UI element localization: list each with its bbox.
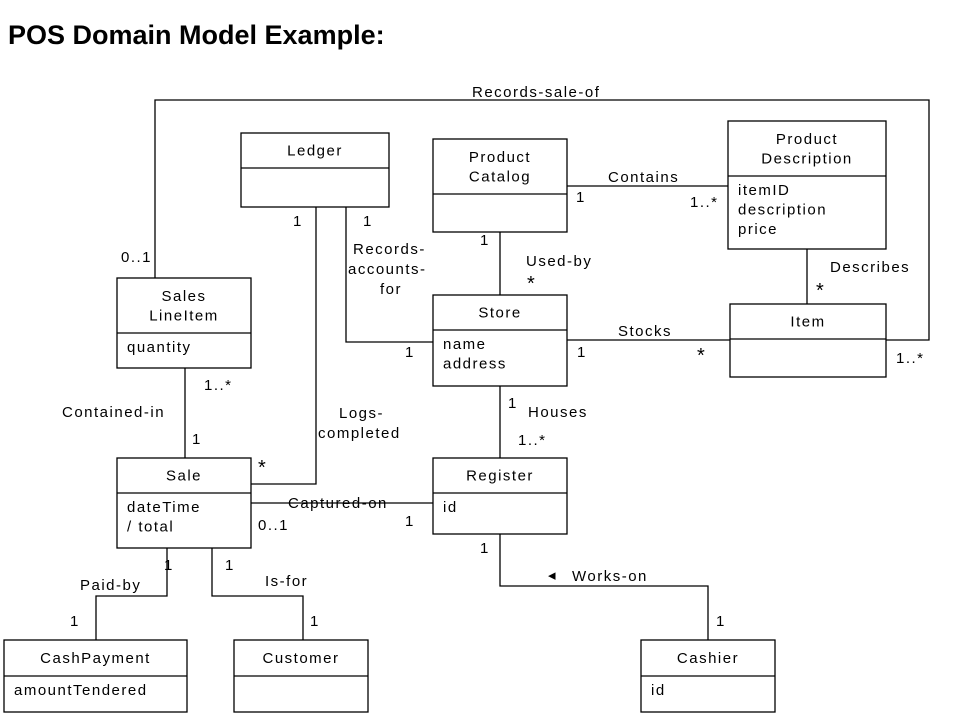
class-product-description-attribute: description	[738, 202, 827, 219]
class-store-attribute: name	[443, 336, 487, 353]
works-on-line	[499, 534, 709, 640]
class-sale: Sale dateTime / total	[116, 457, 252, 549]
class-item: Item	[729, 303, 887, 378]
houses-mult-store: 1	[508, 395, 518, 412]
class-cash-payment-attribute: amountTendered	[14, 682, 148, 699]
class-customer: Customer	[233, 639, 369, 713]
is-for-label: Is-for	[265, 573, 308, 590]
class-ledger-box	[240, 132, 390, 208]
class-sales-line-item-name: Sales	[161, 288, 206, 305]
records-accounts-for-label: Records-	[353, 241, 426, 258]
class-customer-name: Customer	[262, 650, 339, 667]
used-by-label: Used-by	[526, 253, 592, 270]
stocks-mult-store: 1	[577, 344, 587, 361]
contains-mult-catalog: 1	[576, 189, 586, 206]
describes-mult-item: *	[816, 280, 824, 302]
captured-on-label: Captured-on	[288, 495, 388, 512]
class-cash-payment-name: CashPayment	[40, 650, 151, 667]
logs-completed-line	[251, 207, 317, 485]
class-product-description-box	[727, 120, 887, 250]
houses-mult-register: 1..*	[518, 432, 547, 449]
stocks-label: Stocks	[618, 323, 672, 340]
paid-by-mult-payment: 1	[70, 613, 80, 630]
records-accounts-for-line	[345, 207, 433, 343]
class-register-attribute: id	[443, 499, 458, 516]
class-product-description-attribute: price	[738, 221, 778, 238]
works-on-label: Works-on	[572, 568, 648, 585]
class-item-box	[729, 303, 887, 378]
captured-on-mult-register: 1	[405, 513, 415, 530]
class-sales-line-item-name: LineItem	[149, 307, 219, 324]
class-product-catalog-name: Product	[469, 149, 531, 166]
records-sale-of-mult-sales-line-item: 0..1	[121, 249, 152, 266]
records-sale-of-line	[154, 99, 930, 341]
class-cash-payment: CashPayment amountTendered	[3, 639, 188, 713]
stocks-mult-item: *	[697, 345, 705, 367]
class-sales-line-item-box	[116, 277, 252, 369]
records-accounts-for-label: for	[380, 281, 402, 298]
houses-label: Houses	[528, 404, 588, 421]
class-ledger-name: Ledger	[287, 143, 343, 160]
class-store: Store name address	[432, 294, 568, 387]
used-by-mult-store: *	[527, 273, 535, 295]
used-by-mult-catalog: 1	[480, 232, 490, 249]
class-sale-name: Sale	[166, 468, 202, 485]
contained-in-mult-line-item: 1..*	[204, 377, 233, 394]
contains-mult-description: 1..*	[690, 194, 719, 211]
logs-completed-mult-ledger: 1	[293, 213, 303, 230]
class-cashier-attribute: id	[651, 682, 666, 699]
contained-in-label: Contained-in	[62, 404, 165, 421]
class-product-description-attribute: itemID	[738, 182, 790, 199]
class-store-box	[432, 294, 568, 387]
paid-by-label: Paid-by	[80, 577, 141, 594]
is-for-mult-customer: 1	[310, 613, 320, 630]
paid-by-line	[95, 548, 168, 640]
paid-by-mult-sale: 1	[164, 557, 174, 574]
association-lines	[95, 99, 930, 640]
class-product-catalog-box	[432, 138, 568, 233]
records-accounts-for-mult-store: 1	[405, 344, 415, 361]
works-on-mult-cashier: 1	[716, 613, 726, 630]
class-product-description-name: Description	[761, 150, 853, 167]
association-labels: Records-sale-of 0..1 1..* Contains 1 1..* Reco…	[62, 84, 925, 630]
class-sales-line-item-attribute: quantity	[127, 339, 192, 356]
class-store-name: Store	[478, 305, 521, 322]
works-on-mult-register: 1	[480, 540, 490, 557]
class-item-name: Item	[790, 314, 825, 331]
class-register: Register id	[432, 457, 568, 535]
is-for-line	[211, 548, 304, 640]
records-accounts-for-mult-ledger: 1	[363, 213, 373, 230]
logs-completed-label: Logs-	[339, 405, 384, 422]
contained-in-mult-sale: 1	[192, 431, 202, 448]
is-for-mult-sale: 1	[225, 557, 235, 574]
class-product-catalog-name: Catalog	[469, 168, 531, 185]
class-sale-attribute: / total	[127, 519, 174, 536]
class-sale-attribute: dateTime	[127, 499, 201, 516]
class-sale-box	[116, 457, 252, 549]
contains-label: Contains	[608, 169, 679, 186]
class-product-description-name: Product	[776, 131, 838, 148]
records-accounts-for-label: accounts-	[348, 261, 427, 278]
class-cashier: Cashier id	[640, 639, 776, 713]
describes-label: Describes	[830, 259, 910, 276]
logs-completed-label: completed	[318, 425, 401, 442]
class-register-name: Register	[466, 468, 534, 485]
class-ledger: Ledger	[240, 132, 390, 208]
captured-on-mult-sale: 0..1	[258, 517, 289, 534]
records-sale-of-label: Records-sale-of	[472, 84, 600, 101]
class-cashier-name: Cashier	[677, 650, 739, 667]
page-title: POS Domain Model Example:	[8, 20, 385, 50]
class-register-box	[432, 457, 568, 535]
works-on-direction-arrow: ◂	[548, 567, 557, 584]
class-store-attribute: address	[443, 356, 507, 373]
records-sale-of-mult-item: 1..*	[896, 350, 925, 367]
logs-completed-mult-sale: *	[258, 457, 266, 479]
